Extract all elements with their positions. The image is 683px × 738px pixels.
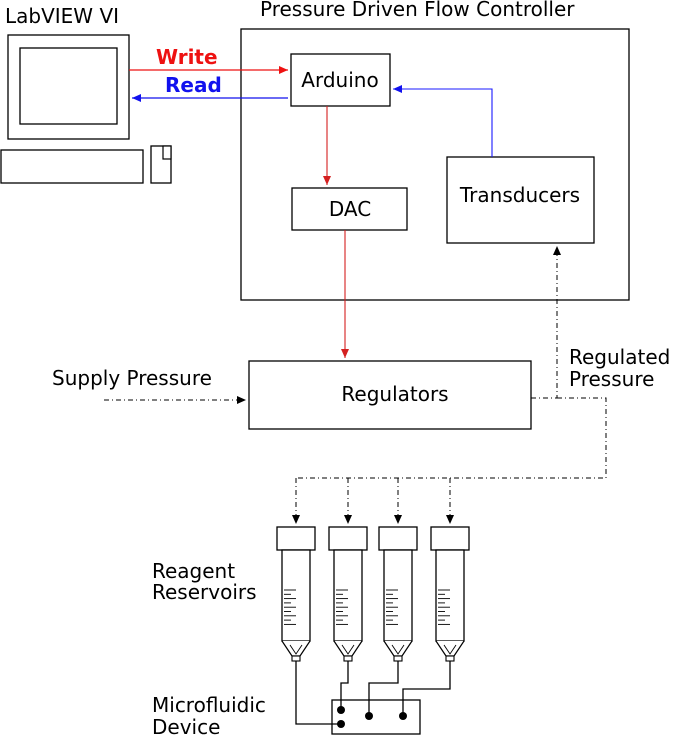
regulators-block: Regulators — [248, 360, 532, 430]
labview-title: LabVIEW VI — [5, 4, 119, 28]
reagent-reservoirs — [276, 526, 470, 662]
transducers-block: Transducers — [446, 156, 595, 244]
regulated-pressure-label-line1: Regulated — [569, 345, 670, 369]
transducers-to-arduino-arrow — [393, 85, 493, 157]
device-port-1 — [337, 706, 345, 714]
supply-pressure-label: Supply Pressure — [52, 366, 212, 390]
microfluidic-device-label-line2: Device — [152, 715, 220, 738]
reagent-reservoirs-label-line1: Reagent — [152, 559, 235, 583]
keyboard-icon — [0, 149, 144, 184]
arduino-block: Arduino — [290, 53, 391, 107]
dac-block: DAC — [291, 187, 408, 231]
microfluidic-device — [295, 661, 451, 735]
device-port-2 — [337, 720, 345, 728]
regulated-output-line — [296, 397, 607, 479]
regulated-pressure-label-line2: Pressure — [569, 367, 654, 391]
device-port-3 — [365, 712, 373, 720]
monitor-screen — [19, 47, 118, 125]
computer: LabVIEW VI — [0, 4, 172, 184]
device-port-4 — [399, 712, 407, 720]
reservoir-syringe-2 — [328, 526, 368, 662]
transducers-label: Transducers — [459, 183, 580, 207]
write-label: Write — [156, 45, 218, 69]
reservoir-syringe-4 — [430, 526, 470, 662]
controller-title: Pressure Driven Flow Controller — [260, 0, 575, 21]
arduino-label: Arduino — [301, 68, 378, 92]
microfluidic-device-label-line1: Microfluidic — [152, 693, 266, 717]
regulated-to-transducers-arrow — [531, 246, 561, 399]
reagent-reservoirs-label-line2: Reservoirs — [152, 580, 257, 604]
regulators-label: Regulators — [341, 382, 448, 406]
read-label: Read — [165, 73, 222, 97]
reservoir-syringe-3 — [378, 526, 418, 662]
controller-box — [240, 28, 630, 301]
pressure-lines — [104, 246, 607, 524]
mouse-icon — [150, 145, 172, 184]
dac-label: DAC — [329, 197, 371, 221]
device-tubing — [295, 661, 451, 725]
reservoir-syringe-1 — [276, 526, 316, 662]
